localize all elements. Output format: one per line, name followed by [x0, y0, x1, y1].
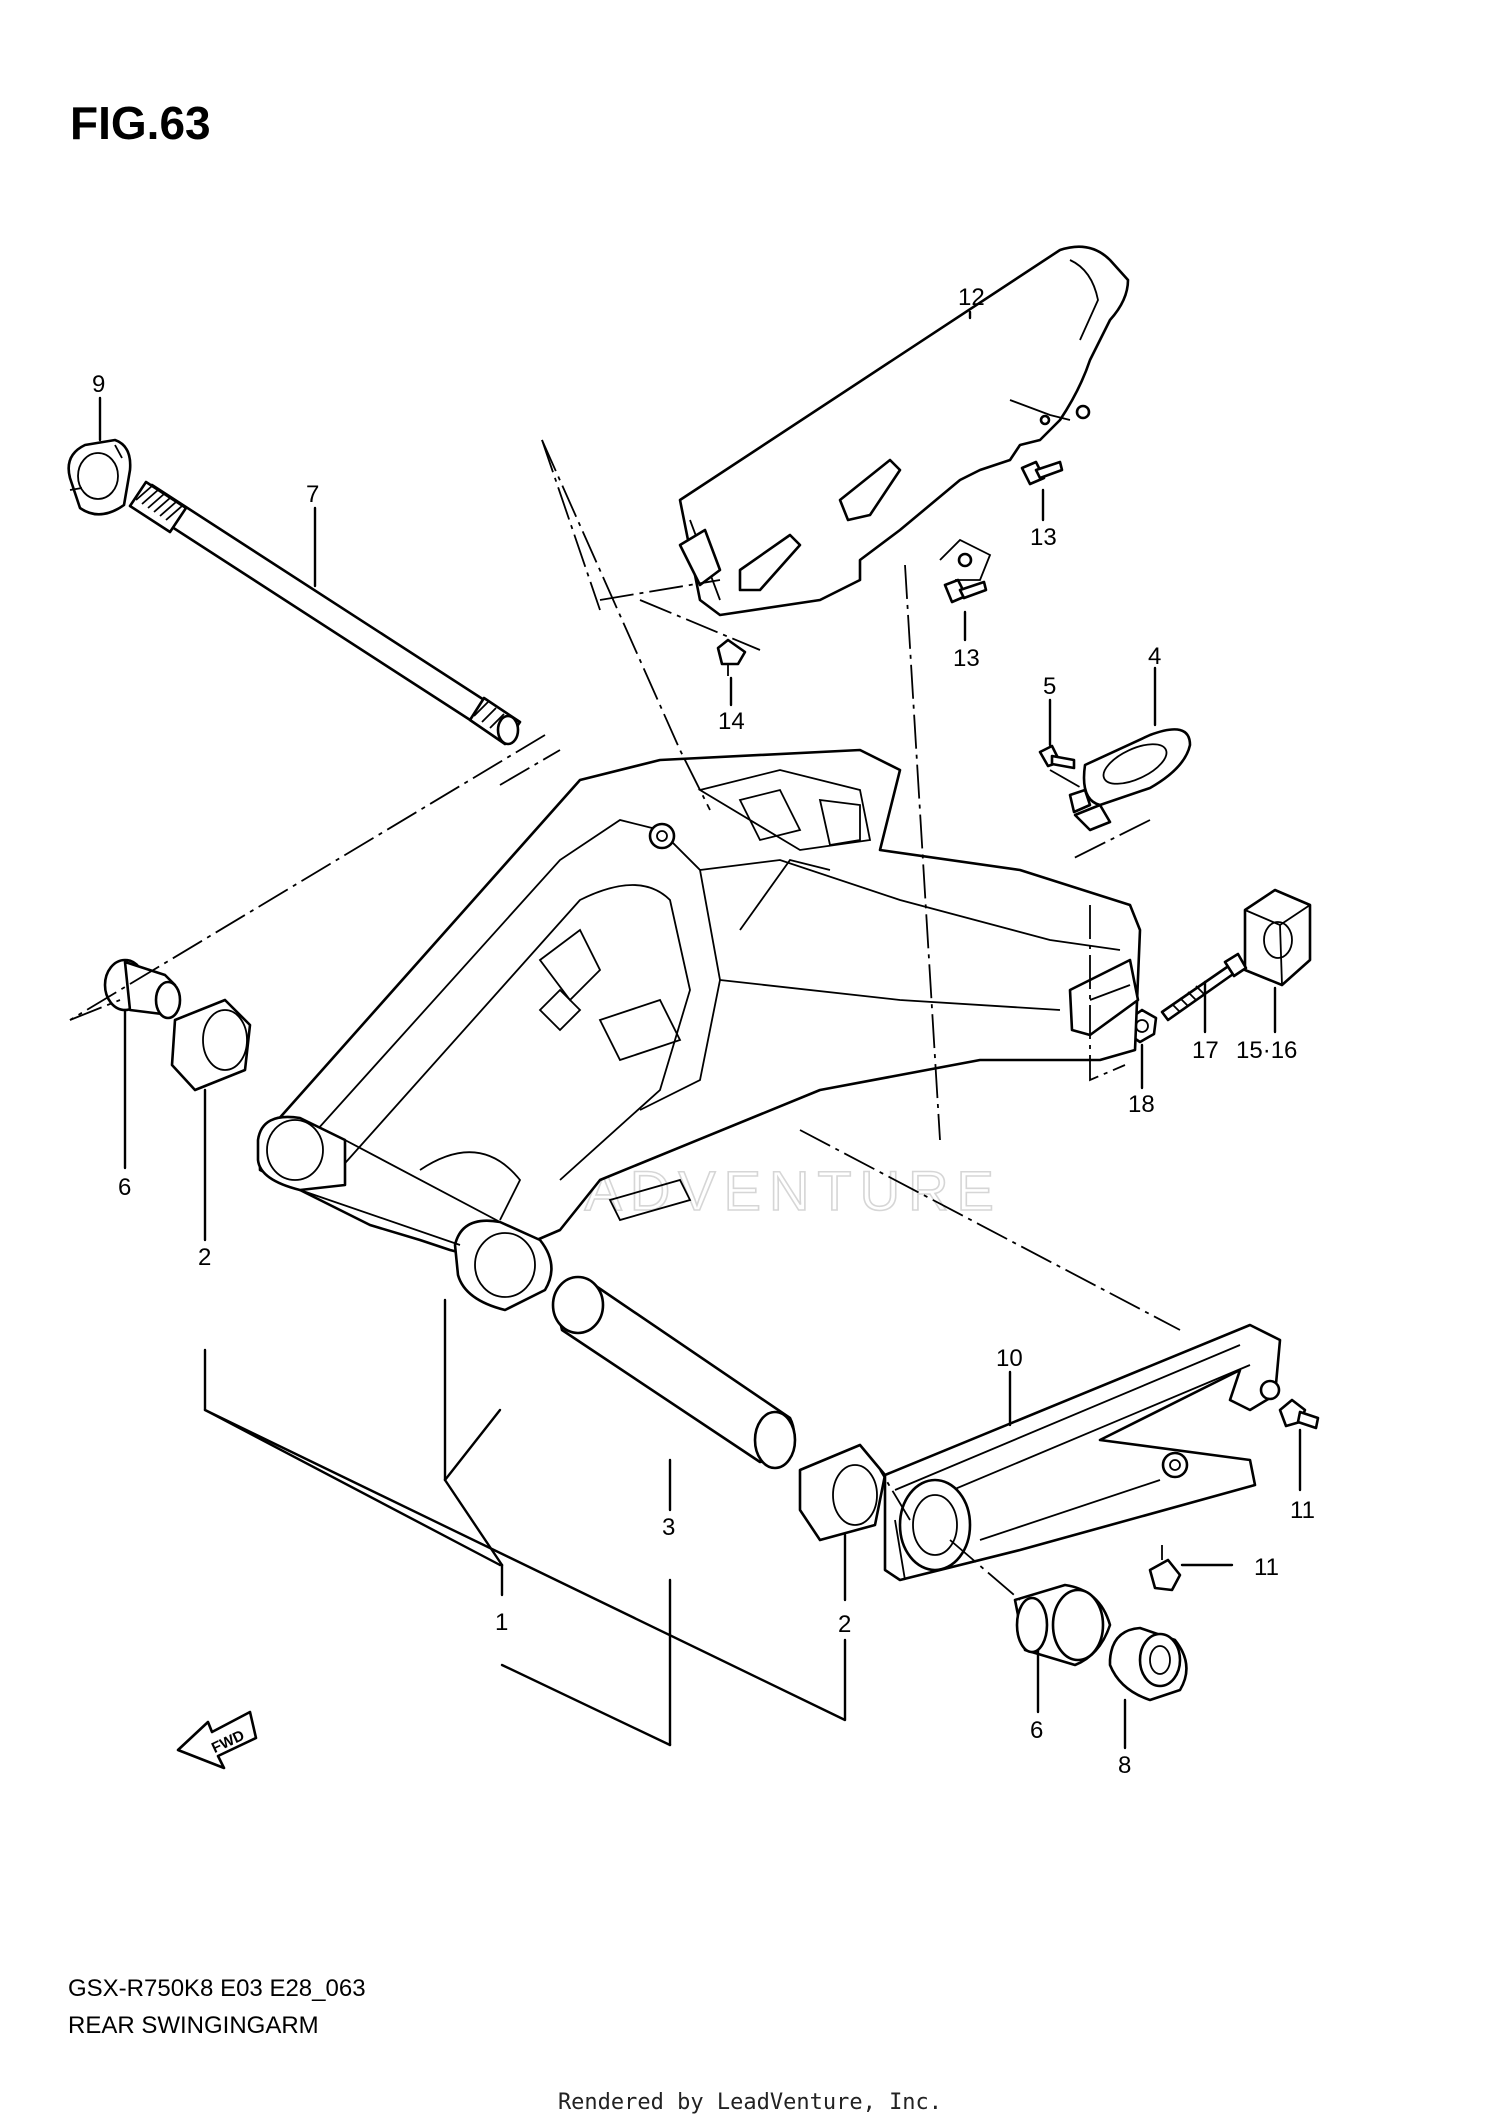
rendered-by-credit: Rendered by LeadVenture, Inc. [557, 2090, 943, 2115]
callout-5[interactable]: 5 [1043, 673, 1056, 700]
callout-7[interactable]: 7 [306, 481, 319, 508]
part-17-bolt[interactable] [1160, 952, 1248, 1022]
part-14-clip[interactable] [716, 638, 747, 676]
callout-11-lower[interactable]: 11 [1254, 1554, 1279, 1581]
callout-1[interactable]: 1 [495, 1609, 508, 1636]
callout-6-left[interactable]: 6 [118, 1174, 131, 1201]
callout-9[interactable]: 9 [92, 371, 105, 398]
part-6-collar-left[interactable] [103, 958, 182, 1020]
figure-title: FIG.63 [70, 97, 211, 149]
callout-12[interactable]: 12 [958, 284, 985, 311]
callout-14[interactable]: 14 [718, 708, 745, 735]
part-8-nut[interactable] [1108, 1626, 1188, 1702]
model-code: GSX-R750K8 E03 E28_063 [68, 1975, 366, 2002]
part-4-plate[interactable] [1068, 728, 1192, 832]
part-11-bolt-lower[interactable] [1148, 1545, 1182, 1592]
callout-10[interactable]: 10 [996, 1345, 1023, 1372]
part-9-nut[interactable] [67, 438, 132, 516]
section-name: REAR SWINGINGARM [68, 2012, 319, 2039]
part-13-bolt-upper[interactable] [1020, 460, 1064, 486]
callout-2-left[interactable]: 2 [198, 1244, 211, 1271]
part-13-bolt-lower[interactable] [943, 578, 988, 604]
part-2-bearing-right[interactable] [798, 1443, 887, 1542]
callout-2-right[interactable]: 2 [838, 1611, 851, 1638]
callout-3[interactable]: 3 [662, 1514, 675, 1541]
fwd-arrow: FWD [176, 1710, 258, 1770]
callout-17[interactable]: 17 [1192, 1037, 1219, 1064]
dashed-guide-lines [69, 439, 1181, 1601]
part-1-swingarm[interactable] [256, 748, 1142, 1312]
callout-11-upper[interactable]: 11 [1290, 1497, 1315, 1524]
callout-numbers: 9 7 12 13 13 14 5 4 15·16 17 18 6 2 10 1… [92, 284, 1315, 1779]
part-2-bearing-left[interactable] [170, 998, 252, 1092]
callout-4[interactable]: 4 [1148, 643, 1161, 670]
part-10-chain-guide[interactable] [883, 1323, 1282, 1582]
callout-18[interactable]: 18 [1128, 1091, 1155, 1118]
part-3-pivot-shaft[interactable] [551, 1275, 797, 1470]
part-11-bolt-upper[interactable] [1278, 1398, 1320, 1430]
part-12-chain-cover[interactable] [678, 245, 1130, 617]
part-15-16-block[interactable] [1243, 888, 1312, 987]
callout-15-16[interactable]: 15·16 [1236, 1037, 1297, 1064]
part-5-bolt[interactable] [1038, 744, 1076, 770]
callout-6-right[interactable]: 6 [1030, 1717, 1043, 1744]
part-6-collar-right[interactable] [1013, 1583, 1112, 1667]
leader-lines [98, 310, 1302, 1750]
part-7-axle[interactable] [128, 480, 522, 746]
callout-13-upper[interactable]: 13 [1030, 524, 1057, 551]
callout-8[interactable]: 8 [1118, 1752, 1131, 1779]
callout-13-lower[interactable]: 13 [953, 645, 980, 672]
